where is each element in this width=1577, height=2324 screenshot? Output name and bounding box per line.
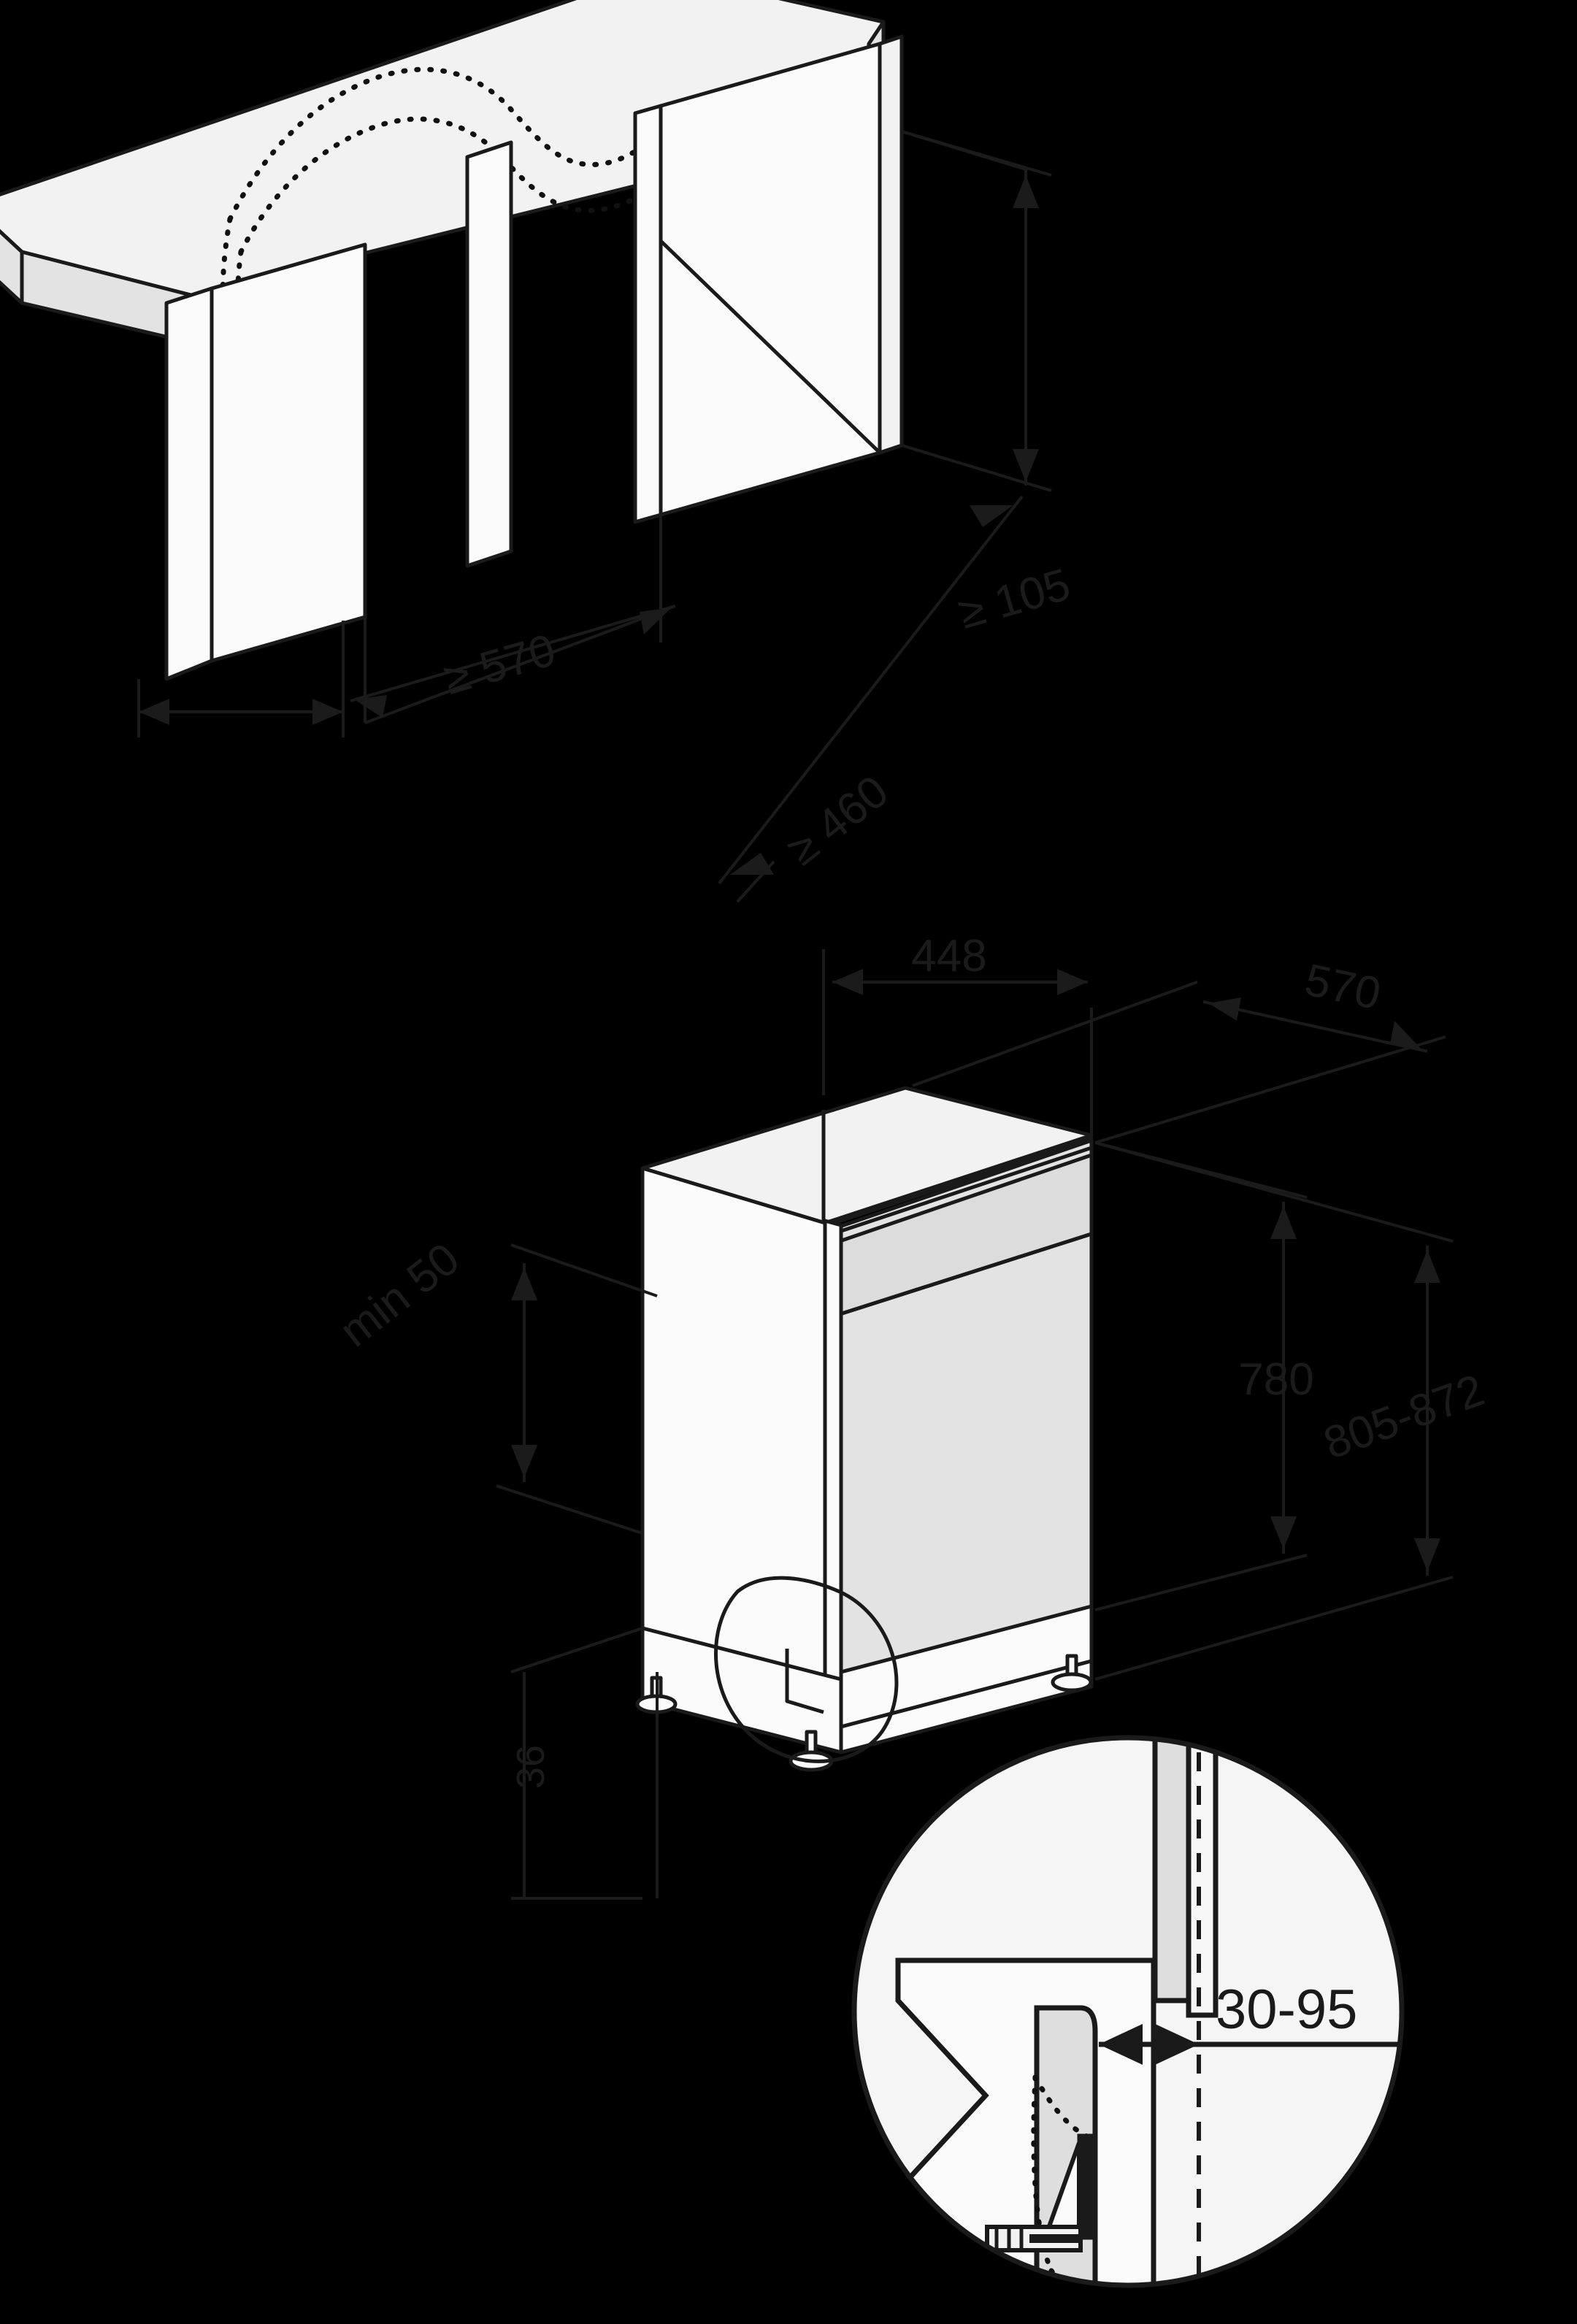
cabinet-left-panel-face (164, 286, 214, 681)
dim-label-niche-width: ≥ 570 (438, 625, 561, 705)
appliance-front-left-post (823, 1219, 843, 1685)
appliance-feet-group (635, 1654, 1093, 1772)
cabinet-left-panel-front (210, 242, 367, 663)
appliance-fascia-split (839, 1232, 1092, 1316)
detail-arrowhead-left (1099, 2024, 1143, 2065)
detail-hinge-screw-threads (994, 2227, 1024, 2250)
dim-plinth-recess: 36 (509, 1627, 659, 1900)
cabinet-right-body-front (659, 42, 882, 517)
worktop-cutout-left-dotted (220, 216, 310, 507)
detail-circle-outline (851, 1735, 1405, 2288)
top-view-group: ≥ 570 ≥ 105 ≥ 460 (0, 0, 1075, 903)
top-view-guide-lines (364, 130, 1027, 724)
cabinet-right-body-diag (659, 239, 881, 454)
dim-appliance-width: 448 (822, 931, 1093, 1140)
appliance-left-side-face (640, 1166, 827, 1681)
appliance-plinth-left (640, 1626, 843, 1754)
dim-label-appliance-width: 448 (911, 931, 986, 981)
foot-right-pad (1051, 1672, 1093, 1692)
dim-label-appliance-height: 780 (1238, 1354, 1313, 1405)
appliance-foot-notch (785, 1649, 824, 1714)
detail-leader-loop (713, 1576, 899, 1763)
cabinet-centre-divider-right (633, 104, 663, 524)
dim-niche-depth: ≥ 460 (718, 495, 1024, 903)
dim-appliance-height: 780 (1094, 1141, 1314, 1611)
dim-niche-left-gap (137, 621, 345, 737)
detail-callout-label: 30-95 (1216, 1979, 1357, 2041)
niche-edge-lines (509, 113, 637, 551)
dim-label-services-zone: min 50 (331, 1233, 469, 1357)
detail-arrowhead-right (1155, 2024, 1199, 2065)
appliance-top-lip (826, 1137, 1092, 1236)
cabinet-right-body-side (878, 34, 904, 455)
detail-furniture-panel (1152, 1738, 1192, 2003)
cabinet-centre-divider-left (465, 140, 513, 568)
dim-niche-height: ≥ 105 (901, 130, 1075, 639)
appliance-view-group: 448 570 780 (331, 931, 1491, 1900)
dim-label-niche-height: ≥ 105 (953, 559, 1075, 639)
detail-panel-back (1186, 1738, 1219, 2018)
dim-label-niche-depth: ≥ 460 (778, 766, 897, 875)
detail-callout-group: 30-95 (851, 1735, 1405, 2288)
dim-label-appliance-depth: 570 (1300, 954, 1385, 1019)
dim-appliance-adjustable-height: 805-872 (1094, 1141, 1491, 1681)
dim-label-plinth-recess: 36 (509, 1745, 553, 1789)
detail-hinge-screw-head (1029, 2234, 1081, 2243)
dim-label-appliance-adjustable-height: 805-872 (1317, 1365, 1490, 1469)
dim-services-zone: min 50 (331, 1233, 658, 1535)
